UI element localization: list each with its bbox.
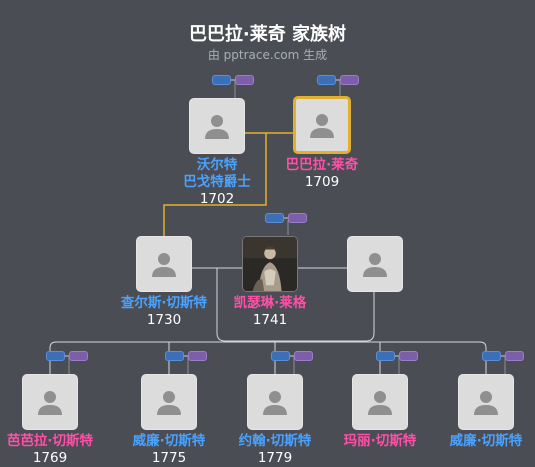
page-subtitle: 由 pptrace.com 生成	[207, 48, 328, 62]
person-child-3[interactable]: 约翰·切斯特 1779	[225, 374, 325, 467]
person-year: 1730	[146, 312, 182, 328]
record-badges[interactable]	[376, 351, 418, 361]
person-name: 芭芭拉·切斯特	[6, 433, 94, 449]
person-year: 1769	[32, 450, 68, 466]
person-year: 1709	[304, 174, 340, 190]
person-year: 1779	[257, 450, 293, 466]
person-placeholder-icon	[363, 253, 387, 277]
person-name: 威廉·切斯特	[449, 433, 523, 449]
avatar[interactable]	[189, 98, 245, 154]
record-badges[interactable]	[212, 75, 254, 85]
person-placeholder-icon	[310, 114, 334, 138]
portrait-image	[243, 237, 297, 291]
person-placeholder-icon	[152, 253, 176, 277]
person-placeholder-icon	[368, 391, 392, 415]
person-child-1[interactable]: 芭芭拉·切斯特 1769	[0, 374, 100, 467]
notes-badge[interactable]	[340, 75, 359, 85]
person-placeholder-icon	[205, 115, 229, 139]
family-badge[interactable]	[482, 351, 501, 361]
notes-badge[interactable]	[188, 351, 207, 361]
person-title: 巴戈特爵士	[183, 174, 251, 190]
person-child-4[interactable]: 玛丽·切斯特	[330, 374, 430, 450]
record-badges[interactable]	[46, 351, 88, 361]
family-badge[interactable]	[46, 351, 65, 361]
person-child-2[interactable]: 威廉·切斯特 1775	[119, 374, 219, 467]
person-name: 凯瑟琳·莱格	[233, 295, 307, 311]
portrait-photo[interactable]	[242, 236, 298, 292]
person-placeholder-icon	[157, 391, 181, 415]
person-placeholder-icon	[38, 391, 62, 415]
person-name: 威廉·切斯特	[132, 433, 206, 449]
avatar[interactable]	[458, 374, 514, 430]
person-name: 玛丽·切斯特	[343, 433, 417, 449]
record-badges[interactable]	[317, 75, 359, 85]
avatar[interactable]	[352, 374, 408, 430]
person-year: 1775	[151, 450, 187, 466]
notes-badge[interactable]	[235, 75, 254, 85]
person-catherine[interactable]: 凯瑟琳·莱格 1741	[220, 236, 320, 329]
avatar[interactable]	[347, 236, 403, 292]
person-unknown-spouse[interactable]	[325, 236, 425, 292]
family-badge[interactable]	[317, 75, 336, 85]
avatar[interactable]	[141, 374, 197, 430]
person-walter[interactable]: 沃尔特 巴戈特爵士 1702	[167, 98, 267, 208]
family-badge[interactable]	[271, 351, 290, 361]
avatar[interactable]	[22, 374, 78, 430]
person-name: 查尔斯·切斯特	[120, 295, 208, 311]
person-barbara[interactable]: 巴巴拉·莱奇 1709	[272, 96, 372, 191]
notes-badge[interactable]	[294, 351, 313, 361]
record-badges[interactable]	[482, 351, 524, 361]
family-badge[interactable]	[265, 213, 284, 223]
record-badges[interactable]	[265, 213, 307, 223]
person-year: 1741	[252, 312, 288, 328]
page-title: 巴巴拉·莱奇 家族树	[188, 24, 347, 45]
notes-badge[interactable]	[505, 351, 524, 361]
notes-badge[interactable]	[288, 213, 307, 223]
person-year: 1702	[199, 191, 235, 207]
person-placeholder-icon	[263, 391, 287, 415]
avatar[interactable]	[293, 96, 351, 154]
avatar[interactable]	[136, 236, 192, 292]
person-child-5[interactable]: 威廉·切斯特	[436, 374, 535, 450]
family-badge[interactable]	[376, 351, 395, 361]
person-name: 沃尔特	[196, 157, 238, 173]
record-badges[interactable]	[271, 351, 313, 361]
record-badges[interactable]	[165, 351, 207, 361]
person-placeholder-icon	[474, 391, 498, 415]
notes-badge[interactable]	[69, 351, 88, 361]
family-badge[interactable]	[165, 351, 184, 361]
person-name: 巴巴拉·莱奇	[285, 157, 359, 173]
notes-badge[interactable]	[399, 351, 418, 361]
person-name: 约翰·切斯特	[238, 433, 312, 449]
person-charles[interactable]: 查尔斯·切斯特 1730	[114, 236, 214, 329]
family-badge[interactable]	[212, 75, 231, 85]
avatar[interactable]	[247, 374, 303, 430]
